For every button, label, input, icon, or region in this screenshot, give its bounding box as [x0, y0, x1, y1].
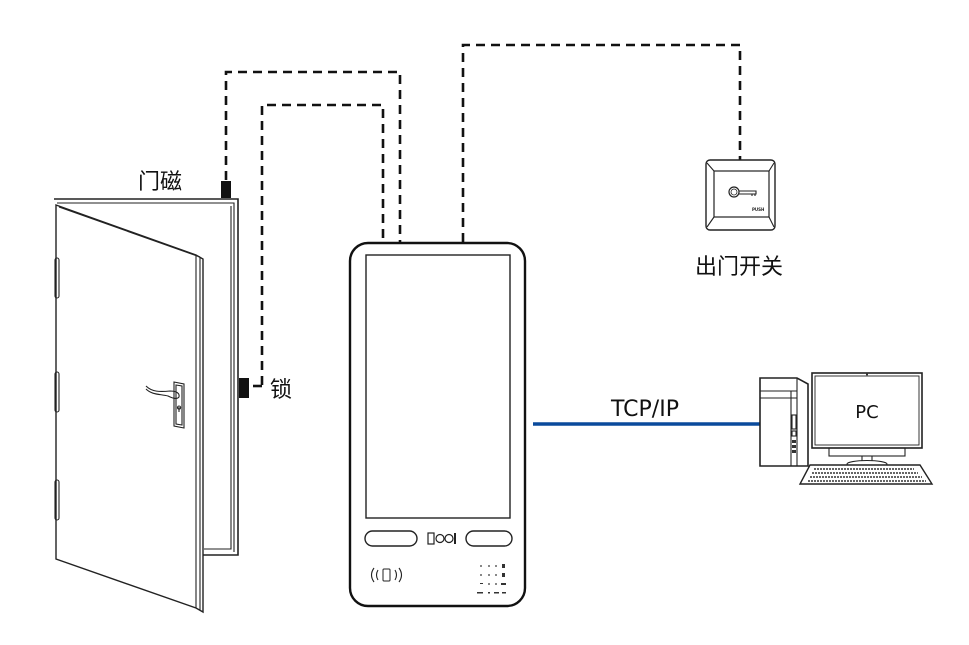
camera-icon: [427, 532, 456, 545]
terminal-screen: [365, 254, 511, 519]
terminal-right-light: [465, 530, 513, 547]
door-handle-icon: [145, 381, 185, 429]
pc-monitor-icon: [811, 372, 923, 469]
exit-button-wire: [461, 43, 742, 242]
pc-keyboard-icon: [798, 464, 934, 485]
tcp-ip-label: TCP/IP: [610, 397, 679, 422]
lock-icon: [239, 378, 249, 398]
door-sensor-label: 门磁: [138, 170, 182, 195]
exit-button-face-text: PUSH: [752, 207, 764, 212]
exit-button-label: 出门开关: [695, 255, 783, 280]
pc-label: PC: [855, 402, 878, 423]
door-icon: [54, 198, 239, 614]
access-control-terminal: [348, 241, 527, 608]
door-sensor-wire: [224, 70, 402, 242]
keypad-icon: [477, 564, 506, 594]
terminal-left-light: [364, 530, 418, 547]
lock-label: 锁: [270, 378, 292, 403]
pc-icon: [759, 372, 934, 485]
exit-button-icon: PUSH: [705, 159, 776, 231]
pc-tower-icon: [759, 377, 809, 467]
key-icon: [728, 186, 757, 198]
lock-wire: [260, 103, 385, 385]
nfc-card-icon: [370, 567, 403, 583]
door-sensor-icon: [221, 181, 231, 198]
